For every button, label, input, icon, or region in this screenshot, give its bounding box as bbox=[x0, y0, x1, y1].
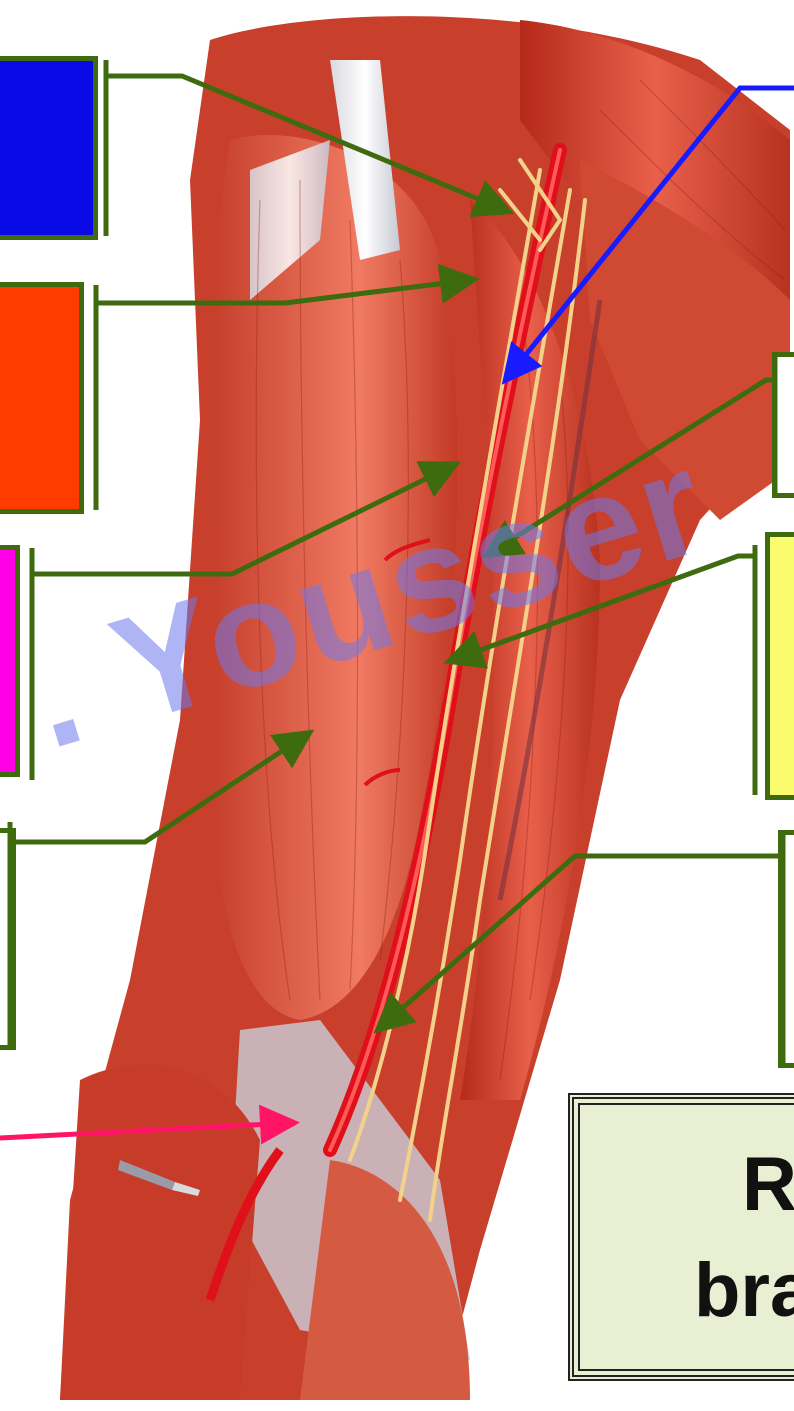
yellow-label-box bbox=[765, 532, 794, 800]
right-lower-label-box bbox=[778, 830, 794, 1068]
orange-label-box bbox=[0, 282, 84, 514]
right-top-label-box bbox=[790, 80, 794, 320]
caption-box: R bra bbox=[568, 1093, 794, 1381]
caption-line-1: R bbox=[742, 1141, 794, 1228]
right-upper-label-box bbox=[772, 352, 794, 498]
blue-label-box bbox=[0, 56, 98, 240]
forearm-muscles bbox=[60, 1064, 260, 1400]
caption-line-2: bra bbox=[694, 1247, 794, 1334]
left-white-label-box bbox=[0, 828, 16, 1050]
magenta-label-box bbox=[0, 545, 20, 777]
